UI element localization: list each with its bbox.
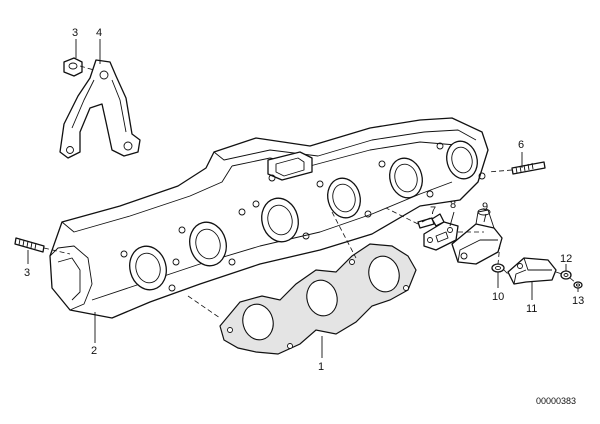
drawing-code: 00000383: [536, 396, 576, 406]
part-label-3-left: 3: [24, 267, 30, 279]
gasket-part: [219, 243, 417, 355]
part-label-4: 4: [96, 27, 102, 39]
bracket-part: [59, 59, 141, 159]
stud-left: [14, 237, 45, 253]
part-label-2: 2: [91, 345, 97, 357]
sensor-part: [507, 257, 557, 285]
stud-right: [511, 161, 546, 175]
part-label-1: 1: [318, 361, 324, 373]
washer-small-part: [573, 281, 583, 289]
part-label-11: 11: [526, 303, 537, 315]
part-label-10: 10: [492, 291, 504, 303]
part-label-12: 12: [560, 253, 572, 265]
part-label-9: 9: [482, 201, 488, 213]
nut-small-part: [560, 270, 572, 280]
manifold-body: [49, 117, 489, 319]
part-label-7: 7: [430, 205, 436, 217]
sensor-housing-part: [451, 208, 503, 265]
nut-part: [63, 57, 83, 77]
assembly-lines: [43, 65, 577, 319]
leader-lines: [27, 39, 579, 358]
part-label-6: 6: [518, 139, 524, 151]
washer-part: [491, 263, 505, 273]
part-label-3-top: 3: [72, 27, 78, 39]
part-label-13: 13: [572, 295, 584, 307]
part-label-8: 8: [450, 199, 456, 211]
